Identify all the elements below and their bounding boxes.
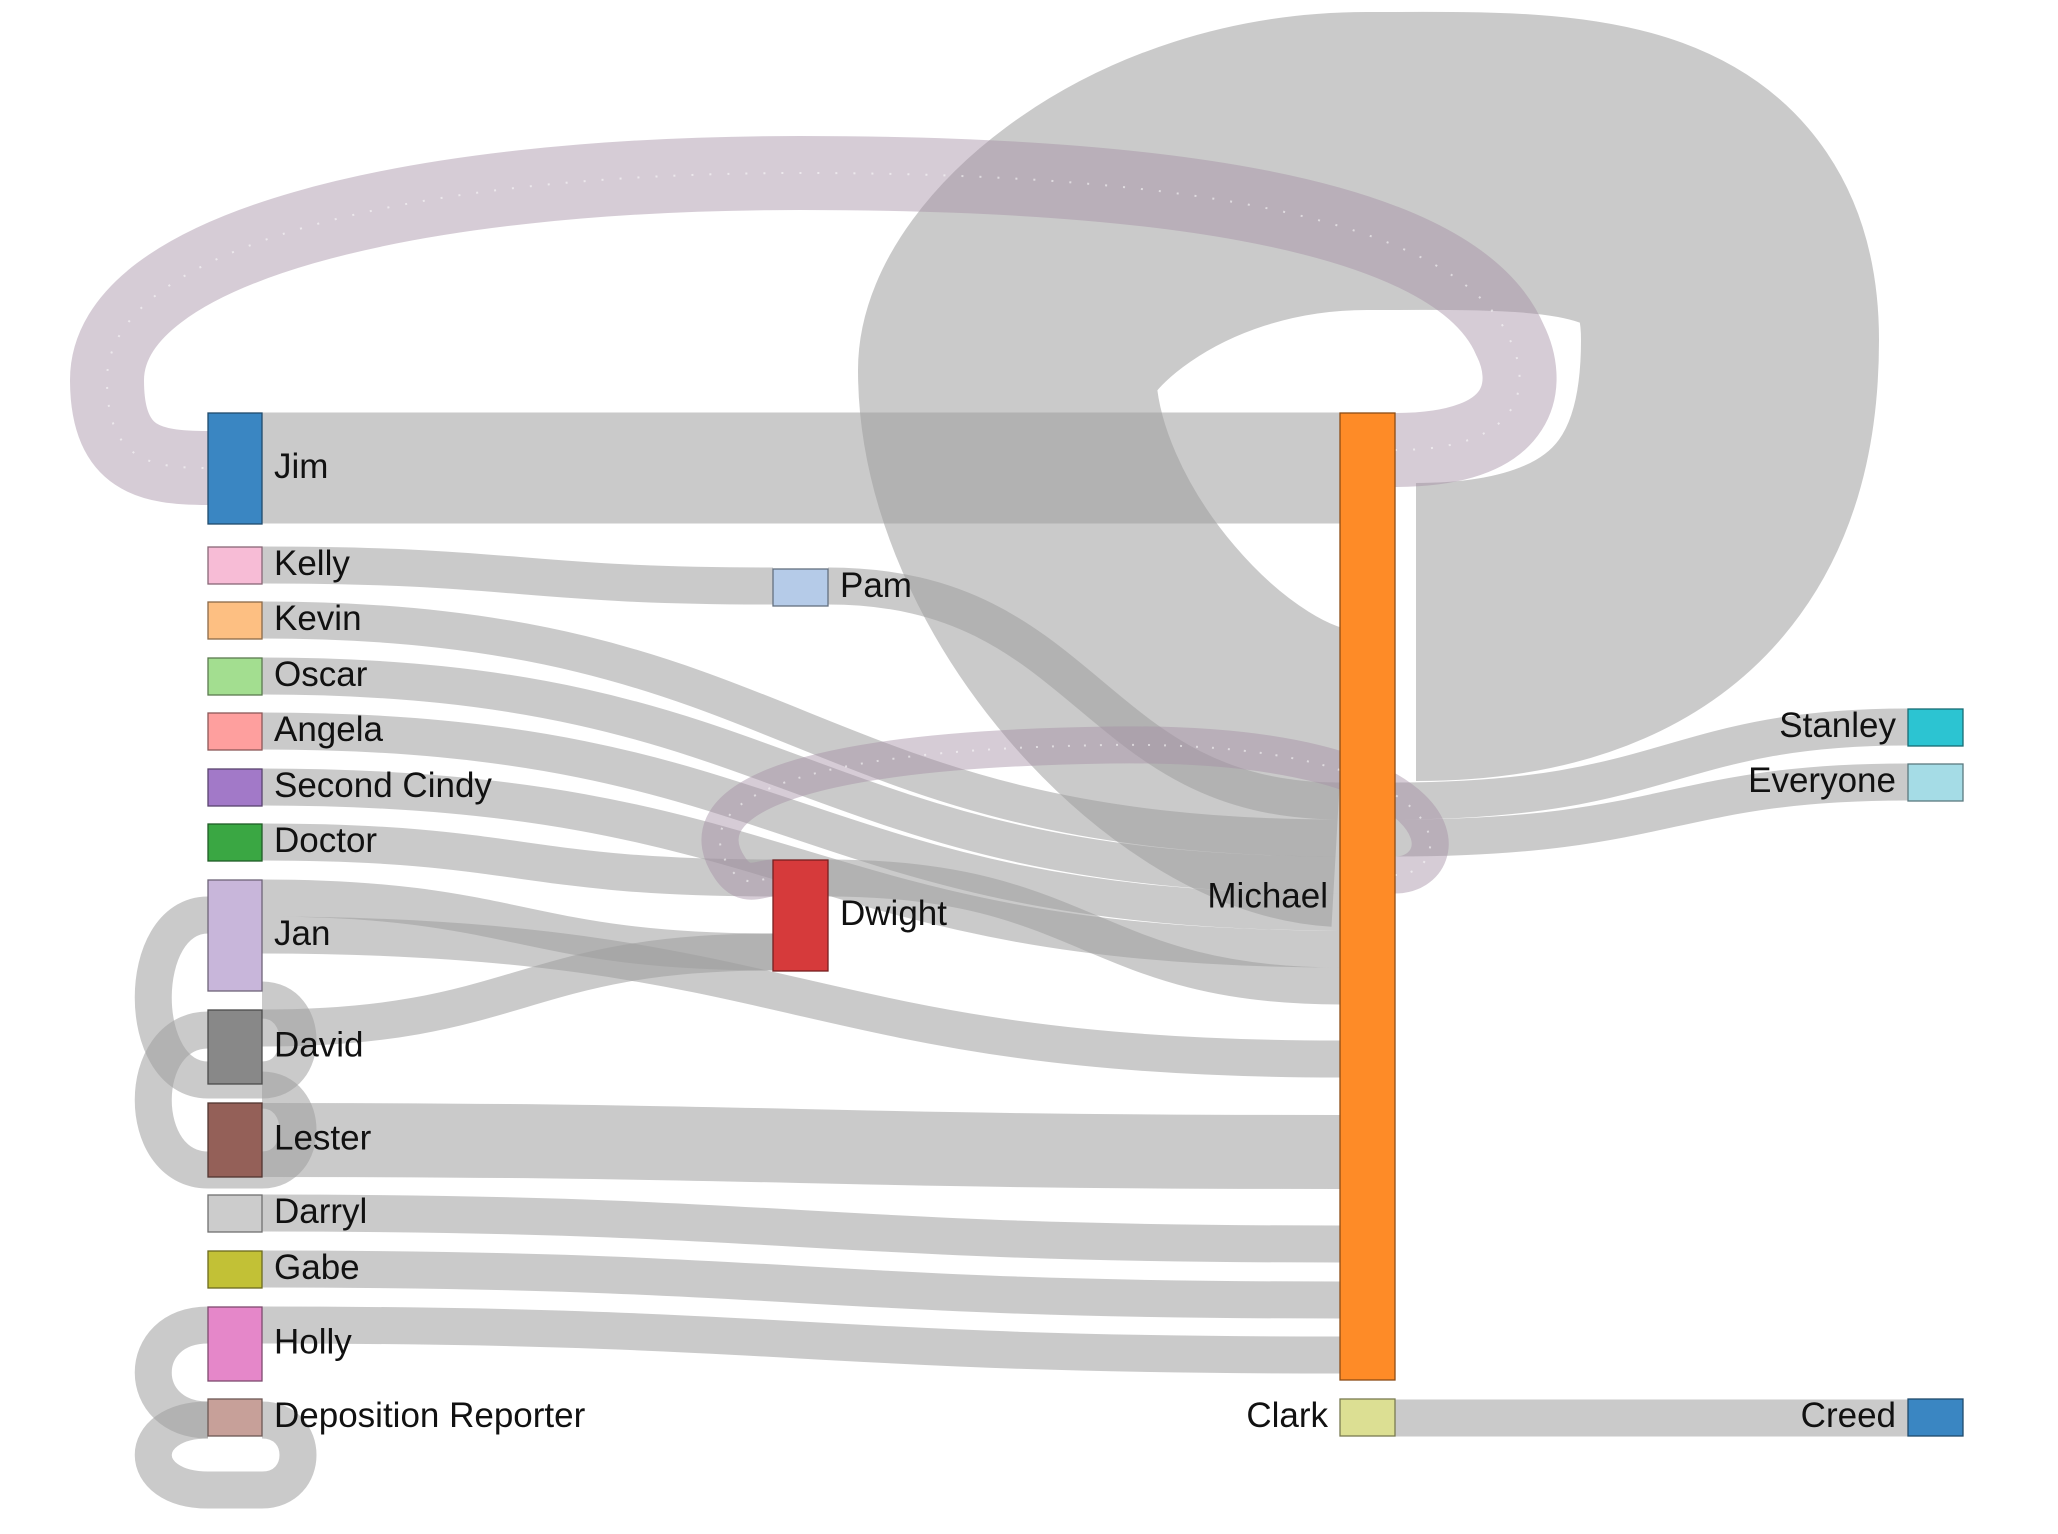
link-jan-michael [261,916,1341,1078]
node-jim-label: Jim [274,447,328,486]
node-jim-rect [207,412,263,525]
node-second-cindy-label: Second Cindy [274,766,492,805]
node-doctor-label: Doctor [274,821,377,860]
node-david-label: David [274,1025,363,1064]
node-kelly-label: Kelly [274,544,350,583]
node-gabe: Gabe [207,1248,360,1289]
node-second-cindy: Second Cindy [207,766,492,807]
node-kevin: Kevin [207,599,362,640]
node-angela-label: Angela [274,710,384,749]
node-pam-rect [772,568,829,607]
link-holly-michael [261,1306,1341,1374]
node-dwight-rect [772,859,829,972]
link-darryl-michael [261,1194,1341,1263]
link-doctor-dwight [261,823,774,897]
node-deposition-reporter-rect [207,1398,263,1437]
node-deposition-reporter-label: Deposition Reporter [274,1396,586,1435]
node-holly-rect [207,1306,263,1382]
node-creed: Creed [1801,1396,1964,1437]
node-clark-label: Clark [1246,1396,1328,1435]
node-jan-rect [207,879,263,992]
node-pam: Pam [772,566,912,607]
node-stanley-rect [1907,708,1964,747]
link-depo-loop [134,1401,317,1509]
node-darryl: Darryl [207,1192,367,1233]
node-jan-label: Jan [274,914,330,953]
node-angela-rect [207,712,263,751]
node-michael-label: Michael [1207,876,1328,915]
node-everyone-label: Everyone [1748,761,1896,800]
link-dwight-michael [827,859,1341,1005]
node-holly-label: Holly [274,1322,352,1361]
node-second-cindy-rect [207,768,263,807]
node-clark-rect [1339,1398,1396,1437]
node-doctor: Doctor [207,821,377,862]
node-deposition-reporter: Deposition Reporter [207,1396,586,1437]
node-oscar-label: Oscar [274,655,368,694]
node-holly: Holly [207,1306,352,1382]
node-clark: Clark [1246,1396,1396,1437]
node-darryl-rect [207,1194,263,1233]
node-david-rect [207,1009,263,1085]
node-gabe-label: Gabe [274,1248,360,1287]
node-gabe-rect [207,1250,263,1289]
node-everyone-rect [1907,763,1964,802]
link-michael-dwight-loop-ticks [719,743,1432,883]
node-angela: Angela [207,710,384,751]
node-oscar: Oscar [207,655,368,696]
link-lester-michael [261,1103,1341,1189]
link-pam-michael [827,567,1341,820]
node-kevin-label: Kevin [274,599,362,638]
node-doctor-rect [207,823,263,862]
node-jim: Jim [207,412,328,525]
node-david: David [207,1009,363,1085]
link-michael-everyone [1394,763,1909,857]
node-darryl-label: Darryl [274,1192,367,1231]
node-jan: Jan [207,879,330,992]
node-michael-rect [1339,412,1396,1381]
node-lester-label: Lester [274,1118,372,1157]
node-pam-label: Pam [840,566,912,605]
link-michael-jim-loop-ticks [105,171,1521,469]
link-michael-stanley [1394,708,1909,820]
node-dwight-label: Dwight [840,894,947,933]
links-layer [69,11,1909,1509]
node-stanley-label: Stanley [1779,706,1896,745]
node-kevin-rect [207,601,263,640]
node-kelly-rect [207,546,263,585]
node-creed-label: Creed [1801,1396,1896,1435]
link-gabe-michael [261,1250,1341,1319]
link-kelly-pam [261,546,774,605]
node-michael: Michael [1207,412,1396,1381]
node-creed-rect [1907,1398,1964,1437]
link-kevin-michael [261,601,1341,857]
node-kelly: Kelly [207,544,350,585]
node-oscar-rect [207,657,263,696]
link-michael-michael [857,11,1880,927]
node-dwight: Dwight [772,859,947,972]
link-oscar-michael [261,657,1341,894]
node-lester-rect [207,1102,263,1178]
link-jan-david-loop [134,896,317,1099]
node-lester: Lester [207,1102,372,1178]
link-david-michael [261,933,774,1047]
node-stanley: Stanley [1779,706,1964,747]
link-angela-michael [261,712,1341,931]
node-everyone: Everyone [1748,761,1964,802]
